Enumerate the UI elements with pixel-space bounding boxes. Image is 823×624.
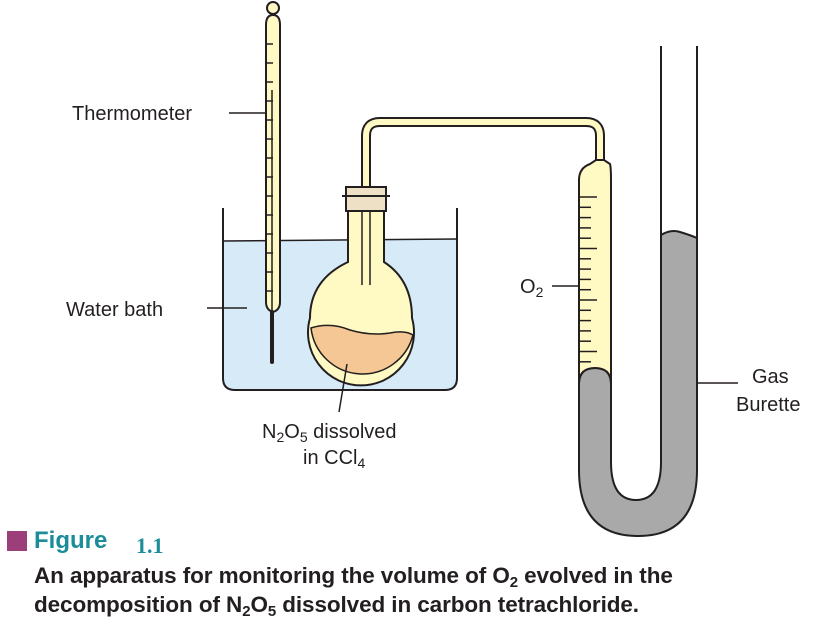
caption-line-1: An apparatus for monitoring the volume o… bbox=[34, 563, 673, 591]
thermometer-scale bbox=[266, 43, 273, 292]
oxygen-label: O2 bbox=[520, 276, 544, 300]
caption-sub: 2 bbox=[242, 603, 251, 620]
flask-solution bbox=[310, 324, 414, 375]
gas-label: Gas bbox=[752, 366, 789, 388]
solution-o: O bbox=[284, 421, 300, 443]
solution-o-sub: 5 bbox=[300, 429, 308, 445]
oxygen-symbol: O bbox=[520, 276, 536, 298]
burette-label: Burette bbox=[736, 394, 800, 416]
round-bottom-flask bbox=[307, 186, 415, 387]
burette-scale bbox=[579, 196, 597, 363]
caption-text: dissolved in carbon tetrachloride. bbox=[276, 592, 639, 617]
caption-sub: 5 bbox=[267, 603, 277, 620]
thermometer-stem bbox=[265, 13, 281, 314]
caption-sub: 2 bbox=[509, 574, 518, 591]
water-bath-label: Water bath bbox=[66, 299, 163, 321]
caption-line-2: decomposition of N2O5 dissolved in carbo… bbox=[34, 592, 639, 620]
solution-rest: dissolved bbox=[308, 421, 397, 443]
thermometer-loop bbox=[266, 1, 280, 15]
solution-leader bbox=[338, 363, 348, 413]
water-bath-vessel bbox=[222, 208, 458, 391]
water-surface-line bbox=[222, 238, 458, 242]
figure-marker bbox=[7, 531, 27, 551]
thermometer bbox=[265, 1, 281, 364]
caption-text: evolved in the bbox=[517, 563, 673, 588]
solution-n: N bbox=[262, 421, 276, 443]
thermometer-label: Thermometer bbox=[72, 103, 192, 125]
oxygen-sub: 2 bbox=[536, 284, 544, 300]
stopper bbox=[345, 186, 387, 212]
solution-label-line1: N2O5 dissolved bbox=[262, 421, 397, 445]
figure-number: 1.1 bbox=[136, 533, 164, 558]
gas-burette bbox=[578, 46, 698, 538]
solution-n-sub: 2 bbox=[276, 429, 284, 445]
caption-text: An apparatus for monitoring the volume o… bbox=[34, 563, 510, 588]
caption-text: O bbox=[250, 592, 268, 617]
delivery-tube bbox=[361, 117, 605, 190]
solvent-sub: 4 bbox=[357, 455, 365, 471]
gas-collection-arm bbox=[578, 159, 612, 385]
solution-label-line2: in CCl4 bbox=[303, 447, 365, 471]
leader-lines bbox=[207, 112, 738, 413]
figure-word: Figure bbox=[34, 527, 108, 554]
solvent-text: in CCl bbox=[303, 447, 357, 469]
caption-text: decomposition of N bbox=[34, 592, 243, 617]
